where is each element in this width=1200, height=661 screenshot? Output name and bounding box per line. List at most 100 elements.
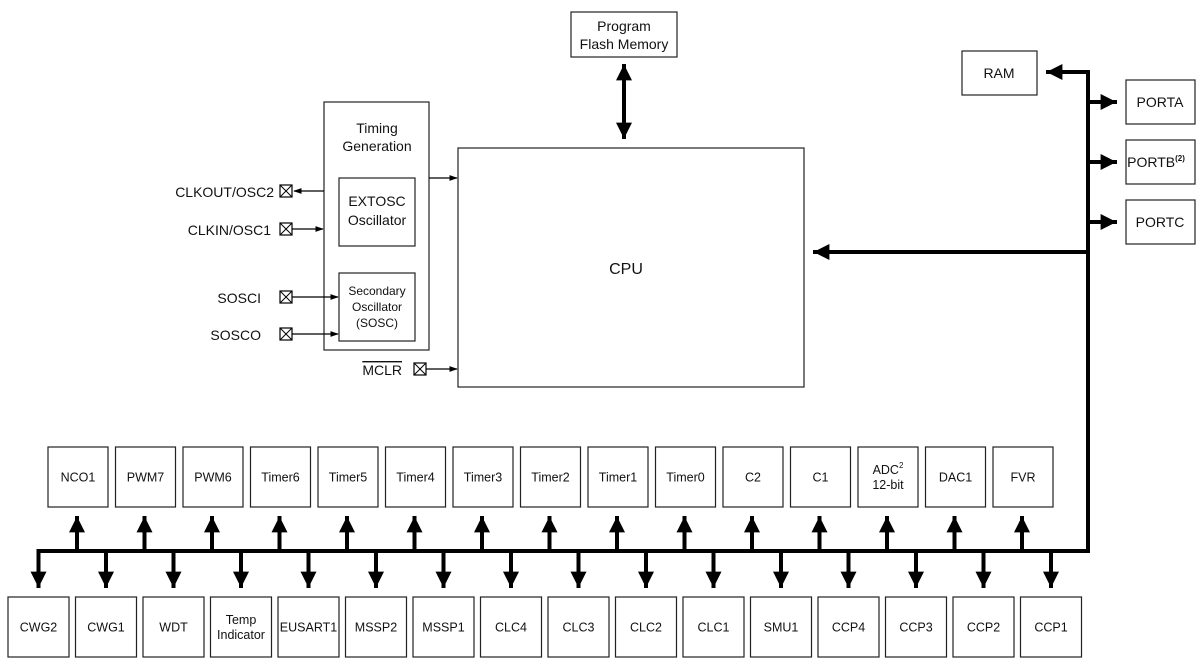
bottom-peripheral-label-ccp1: CCP1 xyxy=(1034,621,1067,635)
bottom-peripheral-block-wdt: WDT xyxy=(142,596,205,658)
bottom-peripheral-label-clc2: CLC2 xyxy=(630,621,662,635)
bottom-peripheral-block-clc3: CLC3 xyxy=(547,596,610,658)
bottom-peripheral-label-ccp4: CCP4 xyxy=(832,621,865,635)
bottom-peripheral-text-temp-indicator-2: Indicator xyxy=(217,628,265,642)
port-a-block: PORTA xyxy=(1125,79,1196,125)
bottom-peripheral-block-mssp1: MSSP1 xyxy=(412,596,475,658)
pin-label-sosci: SOSCI xyxy=(217,290,261,306)
bottom-peripheral-text-clc3-1: CLC3 xyxy=(563,621,595,635)
bottom-peripheral-block-cwg2: CWG2 xyxy=(7,596,70,658)
extosc-line-1: EXTOSC xyxy=(348,193,405,209)
bottom-peripheral-label-mssp2: MSSP2 xyxy=(355,621,397,635)
bottom-peripheral-text-mssp1-1: MSSP1 xyxy=(422,621,464,635)
bottom-peripheral-label-cwg2: CWG2 xyxy=(20,621,58,635)
top-peripheral-block-timer5: Timer5 xyxy=(317,446,379,508)
program-flash-line-1: Program xyxy=(597,18,651,34)
timing-title-line-2: Generation xyxy=(342,138,411,154)
bottom-peripheral-block-clc2: CLC2 xyxy=(614,596,678,658)
bottom-peripheral-text-ccp4-1: CCP4 xyxy=(832,621,865,635)
port-b-superscript: (2) xyxy=(1175,154,1185,163)
timing-title-line-1: Timing xyxy=(356,120,398,136)
bottom-peripheral-block-ccp4: CCP4 xyxy=(817,596,880,658)
top-peripheral-label-pwm6: PWM6 xyxy=(194,471,232,485)
sosc-line-3: (SOSC) xyxy=(356,316,398,330)
bottom-peripheral-text-ccp2-1: CCP2 xyxy=(967,621,1000,635)
top-peripheral-label-dac1: DAC1 xyxy=(939,471,972,485)
top-peripheral-label-timer5: Timer5 xyxy=(329,471,367,485)
top-peripheral-superscript-adc-12-bit: 2 xyxy=(899,461,904,470)
top-peripheral-label-adc-12-bit-1: ADC2 xyxy=(873,461,904,477)
top-peripheral-block-timer4: Timer4 xyxy=(384,446,447,508)
bottom-peripheral-text-clc2-1: CLC2 xyxy=(630,621,662,635)
bottom-peripheral-block-mssp2: MSSP2 xyxy=(344,596,408,658)
top-peripheral-text-timer3-1: Timer3 xyxy=(464,471,502,485)
top-peripheral-label-nco1: NCO1 xyxy=(61,471,96,485)
bottom-peripheral-text-smu1-1: SMU1 xyxy=(764,621,799,635)
program-flash-line-2: Flash Memory xyxy=(580,36,669,52)
extosc-line-2: Oscillator xyxy=(348,212,407,228)
bottom-peripheral-text-ccp3-1: CCP3 xyxy=(899,621,932,635)
bottom-peripheral-label-eusart1: EUSART1 xyxy=(280,621,337,635)
top-peripheral-text-timer4-1: Timer4 xyxy=(396,471,434,485)
bottom-peripheral-label-smu1: SMU1 xyxy=(764,621,799,635)
bottom-peripheral-label-clc1: CLC1 xyxy=(698,621,730,635)
top-peripheral-block-timer3: Timer3 xyxy=(452,446,514,508)
pin-label-mclr: MCLR xyxy=(362,362,402,378)
bottom-peripheral-label-cwg1: CWG1 xyxy=(87,621,125,635)
pin-label-clkout: CLKOUT/OSC2 xyxy=(175,184,274,200)
cpu-label: CPU xyxy=(609,261,643,278)
port-c-label: PORTC xyxy=(1136,214,1185,230)
top-peripheral-text-timer0-1: Timer0 xyxy=(666,471,704,485)
top-peripheral-block-timer1: Timer1 xyxy=(587,446,649,508)
pin-mclr-icon xyxy=(413,362,427,376)
top-peripheral-block-timer0: Timer0 xyxy=(654,446,717,508)
secondary-oscillator-block: Secondary Oscillator (SOSC) xyxy=(338,272,416,342)
top-peripheral-text-pwm6-1: PWM6 xyxy=(194,471,232,485)
cpu-block: CPU xyxy=(457,147,805,388)
top-peripheral-label-timer3: Timer3 xyxy=(464,471,502,485)
top-peripheral-text-c1-1: C1 xyxy=(813,471,829,485)
sosc-line-1: Secondary xyxy=(348,284,405,298)
ram-block: RAM xyxy=(961,50,1038,96)
bottom-peripheral-text-cwg1-1: CWG1 xyxy=(87,621,125,635)
bottom-peripheral-text-temp-indicator-1: Temp xyxy=(226,613,257,627)
bottom-peripheral-block-clc1: CLC1 xyxy=(682,596,745,658)
extosc-oscillator-block: EXTOSC Oscillator xyxy=(338,177,416,247)
top-peripheral-block-pwm7: PWM7 xyxy=(114,446,177,508)
top-peripheral-label-fvr: FVR xyxy=(1011,471,1036,485)
bottom-peripheral-label-clc3: CLC3 xyxy=(563,621,595,635)
bottom-peripheral-label-ccp3: CCP3 xyxy=(899,621,932,635)
ram-label: RAM xyxy=(983,65,1014,81)
bottom-peripheral-block-clc4: CLC4 xyxy=(479,596,543,658)
top-peripheral-label-pwm7: PWM7 xyxy=(127,471,165,485)
top-peripheral-label-c2: C2 xyxy=(745,471,761,485)
top-peripheral-label-c1: C1 xyxy=(813,471,829,485)
pin-label-clkin: CLKIN/OSC1 xyxy=(188,222,271,238)
bottom-peripheral-block-ccp1: CCP1 xyxy=(1019,596,1083,658)
bottom-peripheral-text-clc1-1: CLC1 xyxy=(698,621,730,635)
top-peripheral-block-timer6: Timer6 xyxy=(249,446,312,508)
pin-clkin-icon xyxy=(279,222,293,236)
top-peripheral-text-timer6-1: Timer6 xyxy=(261,471,299,485)
top-peripheral-text-adc-12-bit-2: 12-bit xyxy=(872,478,904,492)
top-peripheral-text-dac1-1: DAC1 xyxy=(939,471,972,485)
top-peripheral-label-timer0: Timer0 xyxy=(666,471,704,485)
bottom-peripheral-label-ccp2: CCP2 xyxy=(967,621,1000,635)
top-peripheral-text-timer2-1: Timer2 xyxy=(531,471,569,485)
pin-sosco-icon xyxy=(279,327,293,341)
bottom-peripheral-label-mssp1: MSSP1 xyxy=(422,621,464,635)
bottom-peripheral-text-clc4-1: CLC4 xyxy=(495,621,527,635)
top-peripheral-text-timer1-1: Timer1 xyxy=(599,471,637,485)
top-peripheral-label-timer1: Timer1 xyxy=(599,471,637,485)
bottom-peripheral-label-clc4: CLC4 xyxy=(495,621,527,635)
pin-clkout-icon xyxy=(279,184,293,198)
top-peripheral-label-adc-12-bit-2: 12-bit xyxy=(872,478,904,492)
pin-sosci-icon xyxy=(279,290,293,304)
bottom-peripheral-block-ccp3: CCP3 xyxy=(884,596,948,658)
port-b-block: PORTB(2) xyxy=(1125,139,1196,185)
top-peripheral-label-timer4: Timer4 xyxy=(396,471,434,485)
bottom-peripheral-block-smu1: SMU1 xyxy=(749,596,813,658)
top-peripheral-block-dac1: DAC1 xyxy=(924,446,987,508)
